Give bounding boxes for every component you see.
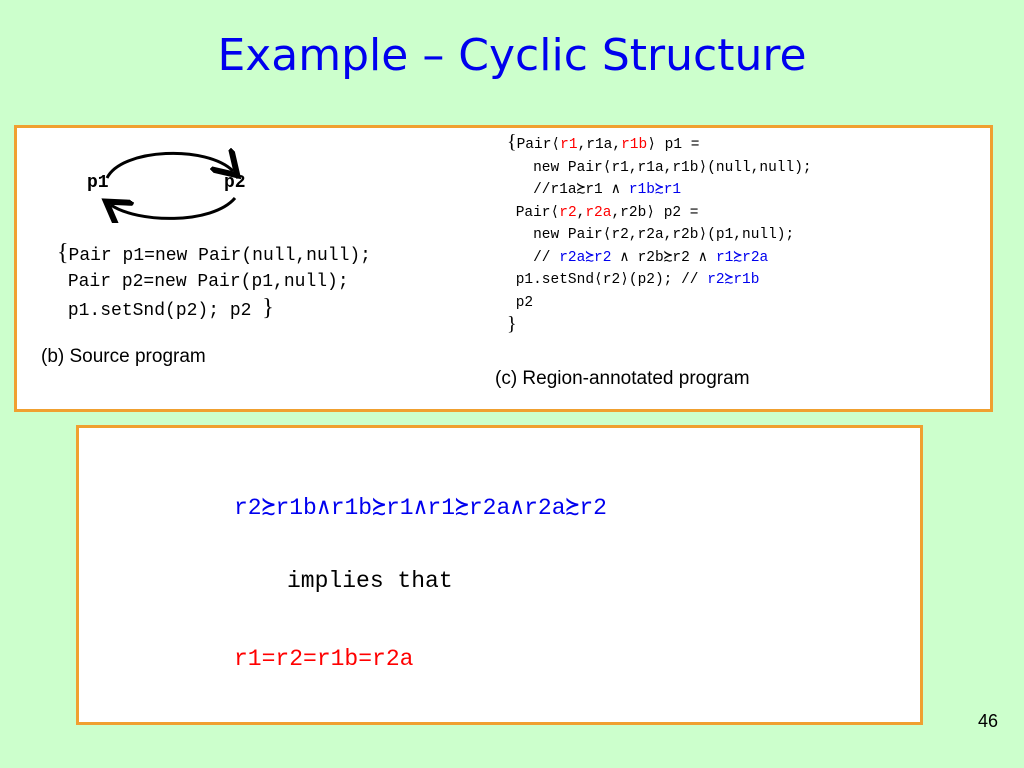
ann-line-1-text: ,r1a, [577,137,622,153]
ann-line-3-text: //r1a≿r1 ∧ [507,182,629,198]
source-caption: (b) Source program [41,346,206,367]
ann-constraint: r2a≿r2 [559,249,612,266]
ann-constraint: r1b≿r1 [628,182,682,198]
ann-region-r2: r2 [559,204,577,221]
source-program: {Pair p1=new Pair(null,null); Pair p2=ne… [57,240,371,324]
implication-panel: r2≿r1b∧r1b≿r1∧r1≿r2a∧r2a≿r2 implies that… [76,425,923,725]
ann-line-7-text: p1.setSnd⟨r2⟩(p2); // [507,272,708,288]
node-p2: p2 [224,173,246,193]
source-brace-close: } [262,295,274,321]
slide-title: Example – Cyclic Structure [217,30,807,81]
ann-line-6-text: ∧ r2b≿r2 ∧ [611,249,716,266]
node-p1: p1 [87,173,109,193]
ann-region-r1b: r1b [621,137,648,153]
annotated-caption: (c) Region-annotated program [495,368,750,389]
ann-line-4-text: ,r2b⟩ p2 = [611,204,699,221]
annotated-brace-open: { [507,131,517,153]
implication-premise: r2≿r1b∧r1b≿r1∧r1≿r2a∧r2a≿r2 [234,495,607,521]
ann-region-r1: r1 [560,137,578,153]
source-line-3: p1.setSnd(p2); p2 [67,301,263,321]
example-panel: p1 p2 {Pair p1=new Pair(null,null); Pair… [14,125,993,412]
ann-line-6-text: // [507,249,560,266]
annotated-brace-close: } [507,313,517,335]
implication-connective: implies that [287,568,453,594]
page-number: 46 [977,711,998,731]
cycle-arrows [97,143,247,223]
ann-line-2: new Pair⟨r1,r1a,r1b⟩(null,null); [507,159,812,176]
annotated-program: {Pair⟨r1,r1a,r1b⟩ p1 = new Pair⟨r1,r1a,r… [507,132,812,339]
ann-line-1-text: ⟩ p1 = [647,137,700,153]
source-line-1: Pair p1=new Pair(null,null); [68,246,371,266]
ann-line-8: p2 [507,294,534,311]
ann-line-4-text: Pair⟨ [507,204,560,221]
ann-line-1-text: Pair⟨ [516,137,561,153]
source-brace-open: { [57,240,69,266]
ann-line-4-text: , [576,204,586,221]
ann-constraint: r1≿r2a [715,249,769,266]
ann-region-r2a: r2a [585,204,612,221]
ann-line-5: new Pair⟨r2,r2a,r2b⟩(p1,null); [507,227,795,243]
implication-conclusion: r1=r2=r1b=r2a [234,646,414,672]
ann-constraint: r2≿r1b [707,272,760,288]
source-line-2: Pair p2=new Pair(p1,null); [67,272,349,292]
arrow-p1-to-p2 [105,153,233,178]
arrow-p2-to-p1 [111,196,237,218]
